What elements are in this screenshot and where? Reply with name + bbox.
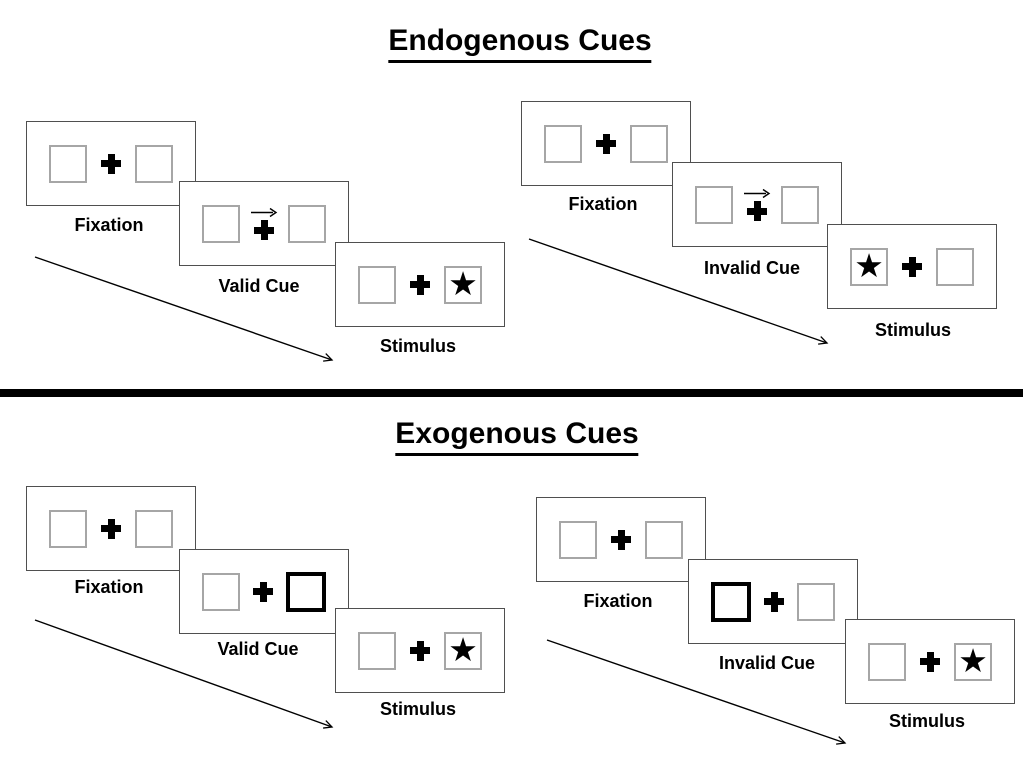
fixation-cross-icon [611, 529, 631, 550]
panel-label: Fixation [74, 577, 144, 597]
fixation-cross-icon [764, 591, 784, 612]
right-arrow-icon [251, 207, 278, 218]
panel-invalid-cue [672, 162, 842, 247]
panel-label: Fixation [583, 591, 653, 611]
panel-label: Stimulus [379, 336, 457, 356]
panel-label: Invalid Cue [718, 653, 816, 673]
right-box [288, 204, 326, 243]
star-icon: ★ [448, 629, 478, 669]
panel-label: Stimulus [379, 699, 457, 719]
right-box [936, 247, 974, 286]
timeline-arrow [528, 238, 829, 345]
panel-label: Valid Cue [217, 639, 299, 659]
section-title-endogenous-text: Endogenous Cues [388, 24, 652, 63]
left-box [868, 642, 906, 681]
fixation-cross-icon [596, 133, 616, 154]
right-box-highlighted [286, 571, 326, 612]
right-box-with-star: ★ [444, 629, 482, 670]
star-icon: ★ [958, 640, 988, 680]
left-box [695, 185, 733, 224]
panel-label: Fixation [568, 194, 638, 214]
left-box-highlighted [711, 581, 751, 622]
section-title-exogenous-text: Exogenous Cues [395, 417, 639, 456]
left-box [358, 265, 396, 304]
timeline-arrow [34, 619, 334, 729]
panel-fixation [26, 486, 196, 571]
fixation-cross-icon [410, 640, 430, 661]
panel-label: Stimulus [888, 711, 966, 731]
timeline-arrow [546, 639, 847, 745]
fixation-cross-icon [101, 518, 121, 539]
fixation-cross-icon [410, 274, 430, 295]
left-box [544, 124, 582, 163]
panel-fixation [536, 497, 706, 582]
fixation-cross-icon [101, 153, 121, 174]
panel-label: Invalid Cue [703, 258, 801, 278]
fixation-cross-icon [253, 581, 273, 602]
section-title-exogenous: Exogenous Cues [395, 417, 639, 456]
right-box [135, 144, 173, 183]
left-box [49, 144, 87, 183]
fixation-cross-icon [254, 220, 274, 240]
right-box [135, 509, 173, 548]
fixation-cross-icon [902, 256, 922, 277]
panel-stimulus: ★ [335, 242, 505, 327]
panel-label: Stimulus [874, 320, 952, 340]
right-box-with-star: ★ [444, 263, 482, 304]
right-arrow-icon [744, 188, 771, 199]
star-icon: ★ [448, 263, 478, 303]
section-divider [0, 389, 1023, 397]
right-box [645, 520, 683, 559]
panel-valid-cue [179, 181, 349, 266]
left-box [559, 520, 597, 559]
section-title-endogenous: Endogenous Cues [388, 24, 652, 63]
right-box [630, 124, 668, 163]
panel-fixation [26, 121, 196, 206]
right-box [781, 185, 819, 224]
left-box-with-star: ★ [850, 245, 888, 286]
left-box [358, 631, 396, 670]
panel-stimulus: ★ [335, 608, 505, 693]
panel-stimulus: ★ [827, 224, 997, 309]
panel-label: Valid Cue [218, 276, 300, 296]
panel-invalid-cue [688, 559, 858, 644]
left-box [202, 572, 240, 611]
timeline-arrow [34, 256, 334, 362]
panel-label: Fixation [74, 215, 144, 235]
right-box [797, 582, 835, 621]
right-box-with-star: ★ [954, 640, 992, 681]
left-box [202, 204, 240, 243]
fixation-cross-icon [920, 651, 940, 672]
star-icon: ★ [854, 245, 884, 285]
panel-fixation [521, 101, 691, 186]
left-box [49, 509, 87, 548]
fixation-cross-icon [747, 201, 767, 221]
panel-valid-cue [179, 549, 349, 634]
panel-stimulus: ★ [845, 619, 1015, 704]
